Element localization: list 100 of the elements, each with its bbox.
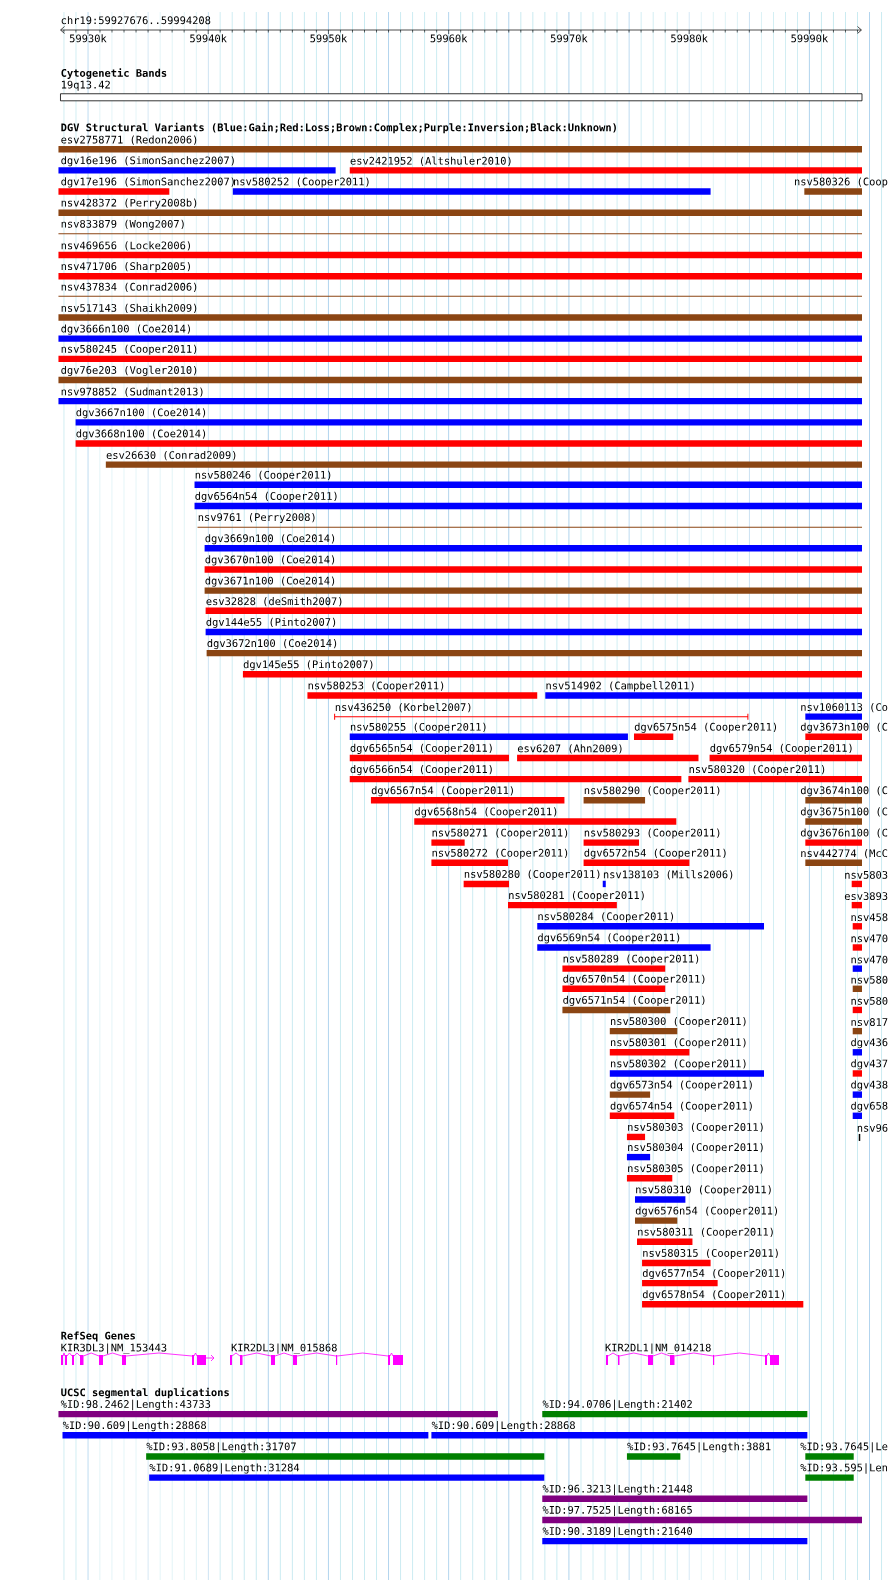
variant-label: nsv5803 [845,870,888,879]
variant-label: esv2758771 (Redon2006) [61,135,197,145]
variant-label: nsv580272 (Cooper2011) [432,848,568,859]
tick-label: 59940k [190,34,227,43]
variant-label: dgv3667n100 (Coe2014) [76,408,206,419]
variant-label: dgv6565n54 (Cooper2011) [350,743,492,754]
duplication-label: %ID:90.3189|Length:21640 [542,1526,693,1538]
variant-label: nsv580300 (Cooper2011) [611,1017,746,1028]
duplication-label: %ID:98.2462|Length:43733 [60,1399,211,1411]
tick-label: 59930k [69,34,107,43]
variant-label: nsv1060113 (Co [801,702,888,713]
variant-label: dgv436 [851,1038,888,1049]
variant-label: dgv3676n100 (C [800,828,888,839]
tick-label: 59960k [430,34,468,43]
tick-label: 59970k [550,34,588,43]
variant-label: nsv458 [851,913,888,922]
variant-label: nsv471706 (Sharp2005) [61,262,190,273]
variant-label: nsv833879 (Wong2007) [61,219,184,230]
track-title: Cytogenetic Bands [61,68,167,79]
variant-label: dgv6577n54 (Cooper2011) [642,1268,785,1280]
variant-label: nsv580302 (Cooper2011) [611,1059,746,1070]
variant-label: nsv580271 (Cooper2011) [432,828,568,839]
variant-label: dgv3666n100 (Coe2014) [61,324,190,335]
variant-label: dgv6571n54 (Cooper2011) [563,995,705,1006]
variant-label: nsv580315 (Cooper2011) [643,1248,778,1259]
variant-label: dgv3668n100 (Coe2014) [76,429,206,440]
tick-label: 59950k [310,34,348,43]
variant-label: nsv580253 (Cooper2011) [308,681,444,692]
variant-label: nsv442774 (McC [801,849,888,859]
variant-label: dgv6570n54 (Cooper2011) [563,974,705,985]
variant-label: dgv3670n100 (Coe2014) [205,555,335,566]
variant-label: esv26630 (Conrad2009) [106,450,236,461]
variant-label: nsv470 [851,955,888,964]
duplication-label: %ID:96.3213|Length:21448 [542,1484,693,1495]
variant-label: dgv3674n100 (C [800,786,888,797]
variant-label: nsv580305 (Cooper2011) [628,1164,763,1175]
variant-label: nsv580 [851,996,888,1005]
variant-label: dgv6573n54 (Cooper2011) [610,1080,752,1091]
band-label: 19q13.42 [61,80,110,91]
variant-label: esv2421952 (Altshuler2010) [350,156,511,166]
variant-label: nsv517143 (Shaikh2009) [61,303,197,314]
variant-label: nsv580280 (Cooper2011) [464,869,600,880]
variant-label: nsv580281 (Cooper2011) [509,891,644,902]
variant-label: nsv96 [857,1123,888,1132]
variant-label: nsv514902 (Campbell2011) [546,681,694,692]
variant-label: nsv580246 (Cooper2011) [195,470,331,481]
variant-label: nsv580320 (Cooper2011) [689,765,825,776]
duplication-label: %ID:90.609|Length:28868 [62,1421,206,1432]
duplication-label: %ID:94.0706|Length:21402 [542,1399,692,1411]
variant-label: dgv6576n54 (Cooper2011) [635,1206,777,1217]
variant-label: nsv437834 (Conrad2006) [61,282,197,292]
variant-label: dgv16e196 (SimonSanchez2007) [61,156,234,167]
variant-label: dgv658 [851,1101,888,1112]
variant-label: dgv3673n100 (C [800,722,888,733]
variant-label: dgv144e55 (Pinto2007) [206,617,336,628]
gene-label: KIR3DL3|NM_153443 [61,1343,167,1354]
duplication-label: %ID:93.595|Len [800,1463,887,1474]
variant-label: dgv145e55 (Pinto2007) [243,660,373,671]
tick-label: 59990k [791,34,828,43]
variant-label: esv6207 (Ahn2009) [517,744,622,754]
variant-label: nsv580293 (Cooper2011) [584,828,720,839]
variant-label: dgv6579n54 (Cooper2011) [710,743,852,754]
variant-label: dgv437 [851,1059,888,1070]
variant-label: dgv6574n54 (Cooper2011) [610,1101,752,1112]
variant-label: nsv580252 (Cooper2011) [234,177,369,188]
variant-label: dgv76e203 (Vogler2010) [61,365,197,376]
duplication-label: %ID:97.7525|Length:68165 [542,1505,692,1517]
variant-label: dgv3669n100 (Coe2014) [205,534,335,545]
variant-label: dgv6569n54 (Cooper2011) [538,933,680,944]
variant-label: dgv3675n100 (C [800,807,888,818]
duplication-label: %ID:93.7645|Length:3881 [627,1442,771,1453]
variant-label: nsv580290 (Cooper2011) [584,786,720,797]
duplication-label: %ID:90.609|Length:28868 [431,1421,575,1432]
gene-label: KIR2DL3|NM_015868 [231,1343,337,1354]
variant-label: nsv469656 (Locke2006) [61,241,190,251]
variant-label: nsv978852 (Sudmant2013) [61,387,203,397]
variant-label: nsv580301 (Cooper2011) [611,1038,746,1049]
variant-label: dgv3672n100 (Coe2014) [207,639,337,650]
variant-label: dgv438 [851,1080,888,1091]
variant-label: nsv580304 (Cooper2011) [628,1143,763,1154]
variant-label: dgv3671n100 (Coe2014) [205,576,335,587]
variant-label: nsv138103 (Mills2006) [603,870,733,880]
variant-label: nsv580245 (Cooper2011) [61,344,197,355]
variant-label: nsv580311 (Cooper2011) [638,1227,773,1238]
duplication-label: %ID:91.0689|Length:31284 [149,1463,300,1474]
variant-label: nsv470 [851,934,888,943]
variant-label: esv3893 [844,892,888,900]
variant-label: nsv580 [851,975,888,984]
track-title: UCSC segmental duplications [61,1387,229,1399]
variant-label: dgv6564n54 (Cooper2011) [195,491,337,502]
variant-label: nsv428372 (Perry2008b) [61,198,197,209]
variant-label: nsv580310 (Cooper2011) [636,1185,771,1196]
duplication-label: %ID:93.8058|Length:31707 [146,1442,296,1453]
variant-label: esv32828 (deSmith2007) [206,597,342,607]
tick-label: 59980k [671,34,708,43]
coordinate-label: chr19:59927676..59994208 [61,16,211,25]
variant-label: dgv6568n54 (Cooper2011) [415,807,557,818]
track-title: DGV Structural Variants (Blue:Gain;Red:Loss;Brown:Complex;Purple:Inversion;Black:Unknown) [61,122,616,134]
variant-label: dgv6572n54 (Cooper2011) [584,848,726,859]
variant-label: nsv580289 (Cooper2011) [563,954,699,965]
